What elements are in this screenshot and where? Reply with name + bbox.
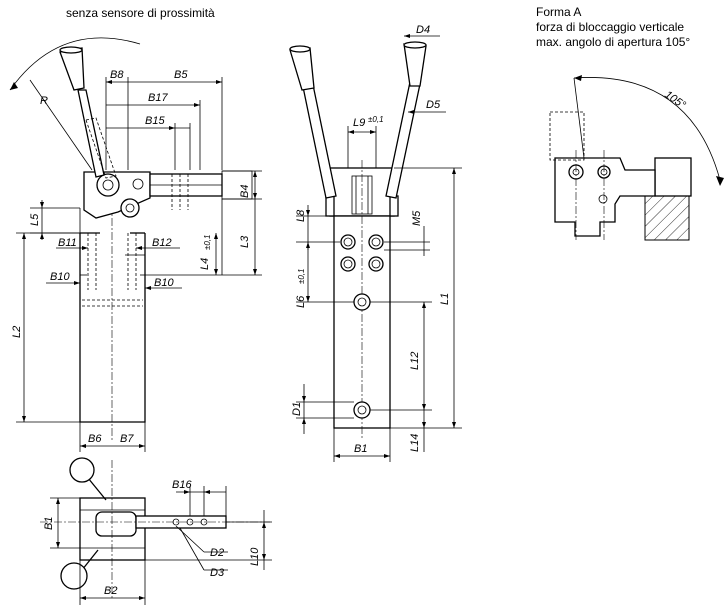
dim-L1: L1 — [439, 293, 451, 305]
dim-B10-right: B10 — [154, 277, 174, 289]
dim-L3: L3 — [239, 235, 251, 248]
dim-L12: L12 — [409, 352, 421, 370]
dim-B1-top: B1 — [43, 517, 55, 530]
dim-L10: L10 — [249, 547, 261, 566]
caption-form-line1: forza di bloccaggio verticale — [536, 20, 684, 34]
dim-L2: L2 — [11, 326, 23, 338]
dim-B15: B15 — [145, 115, 165, 127]
form-a-view: 105° — [549, 75, 724, 241]
front-view: D4 D5 L9 ±0,1 L8 M5 L6 ±0,1 — [289, 24, 462, 462]
dim-D3: D3 — [210, 567, 225, 579]
side-view: R B8 B5 B17 B15 B4 L3 L4 — [9, 37, 262, 452]
dim-L9-tol: ±0,1 — [368, 115, 384, 124]
dim-B10-left: B10 — [50, 271, 70, 283]
dim-L4-tol: ±0,1 — [203, 234, 212, 250]
dim-B17: B17 — [148, 92, 168, 104]
dim-B8: B8 — [110, 69, 124, 81]
dim-D1: D1 — [291, 402, 303, 416]
dim-D2: D2 — [210, 547, 224, 559]
caption-left: senza sensore di prossimità — [66, 6, 215, 20]
dim-B7: B7 — [120, 433, 134, 445]
dim-B6: B6 — [88, 433, 102, 445]
dim-B5: B5 — [174, 69, 188, 81]
dim-L8: L8 — [295, 209, 307, 222]
dim-L6: L6 — [295, 295, 307, 308]
caption-form-title: Forma A — [536, 5, 581, 19]
caption-form-line2: max. angolo di apertura 105° — [536, 35, 690, 49]
dim-M5: M5 — [411, 210, 423, 226]
dim-L5: L5 — [29, 213, 41, 226]
dim-D5: D5 — [426, 99, 441, 111]
dim-L4: L4 — [199, 258, 211, 270]
dim-B1-front: B1 — [354, 443, 367, 455]
dim-L14: L14 — [409, 434, 421, 452]
dim-B12: B12 — [152, 237, 172, 249]
dim-B4: B4 — [239, 185, 251, 198]
dim-R: R — [40, 95, 48, 107]
dim-angle: 105° — [662, 89, 688, 112]
dim-D4: D4 — [416, 24, 430, 36]
top-view: B16 B1 D2 D3 L10 B2 — [40, 457, 272, 605]
dim-L6-tol: ±0,1 — [297, 268, 306, 284]
dim-B11: B11 — [58, 237, 77, 249]
dim-B2: B2 — [104, 585, 117, 597]
dim-L9: L9 — [353, 117, 365, 129]
dim-B16: B16 — [172, 479, 192, 491]
